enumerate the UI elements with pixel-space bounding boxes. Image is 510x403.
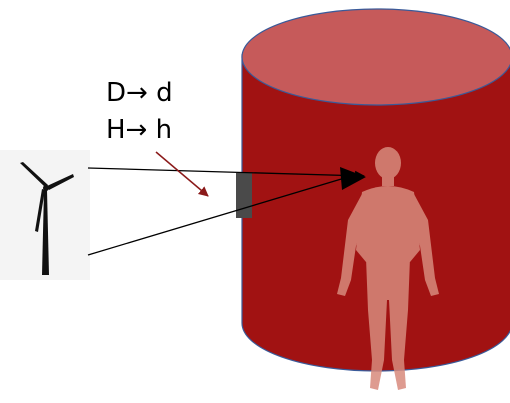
pointer-arrow [155,151,209,197]
ray-upper [87,167,365,181]
label-height: H→ h [106,115,173,145]
human-body-icon [337,147,439,390]
cylinder-window [236,173,252,218]
label-diameter: D→ d [106,78,173,108]
ray-lower [87,173,359,256]
arrow-head-large [340,167,366,190]
wind-turbine-icon [0,150,90,280]
cylinder-top [241,8,510,106]
